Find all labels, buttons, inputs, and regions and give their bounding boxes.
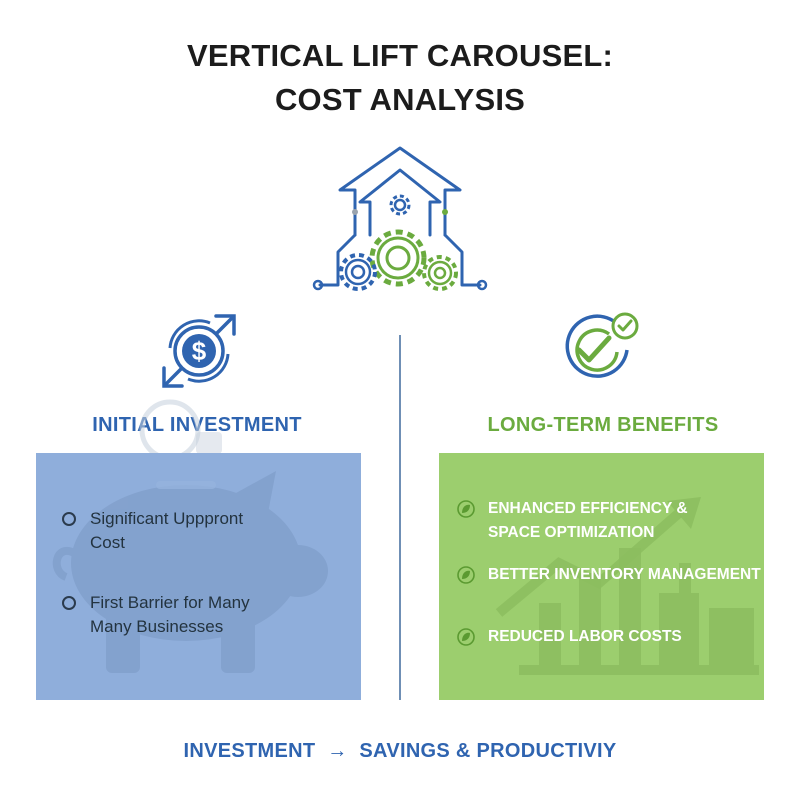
list-item: First Barrier for Many Many Businesses — [62, 591, 250, 639]
footer-investment: INVESTMENT — [183, 740, 316, 762]
long-term-benefits-panel: ENHANCED EFFICIENCY & SPACE OPTIMIZATION… — [439, 453, 764, 700]
check-badge-icon — [565, 312, 639, 378]
footer-tagline: INVESTMENT → SAVINGS & PRODUCTIVIY — [0, 740, 800, 763]
list-item: ENHANCED EFFICIENCY & SPACE OPTIMIZATION — [457, 497, 688, 545]
list-item: BETTER INVENTORY MANAGEMENT — [457, 563, 761, 587]
list-item: REDUCED LABOR COSTS — [457, 625, 682, 649]
arrow-up-gears-circuit-icon — [312, 146, 488, 291]
title-line-2: COST ANALYSIS — [274, 82, 526, 117]
leaf-icon — [457, 500, 475, 518]
initial-investment-panel: Significant Upppront Cost First Barrier … — [36, 453, 361, 700]
piggy-bank-icon — [52, 471, 328, 673]
long-term-benefits-heading: LONG-TERM BENEFITS — [487, 414, 719, 436]
leaf-icon — [457, 628, 475, 646]
footer-savings: SAVINGS & PRODUCTIVIY — [359, 740, 617, 762]
title-line-1: VERTICAL LIFT CAROUSEL: — [187, 38, 613, 73]
bullet-circle-icon — [62, 512, 76, 526]
right-arrow-icon: → — [327, 740, 348, 762]
column-divider — [399, 335, 401, 700]
coin-icon — [139, 399, 222, 454]
leaf-icon — [457, 566, 475, 584]
bullet-text: REDUCED LABOR COSTS — [488, 628, 682, 645]
bullet-circle-icon — [62, 596, 76, 610]
bullet-text: First Barrier for Many Many Businesses — [90, 593, 250, 636]
bullet-text: Significant Upppront Cost — [90, 509, 244, 552]
list-item: Significant Upppront Cost — [62, 507, 243, 555]
rising-bar-chart-icon — [495, 497, 759, 675]
bullet-text: ENHANCED EFFICIENCY & SPACE OPTIMIZATION — [488, 500, 688, 541]
bullet-text: BETTER INVENTORY MANAGEMENT — [488, 566, 761, 583]
page-title: VERTICAL LIFT CAROUSEL: COST ANALYSIS — [0, 34, 800, 122]
dollar-exchange-icon: $ — [162, 314, 236, 388]
svg-text:$: $ — [192, 336, 207, 366]
